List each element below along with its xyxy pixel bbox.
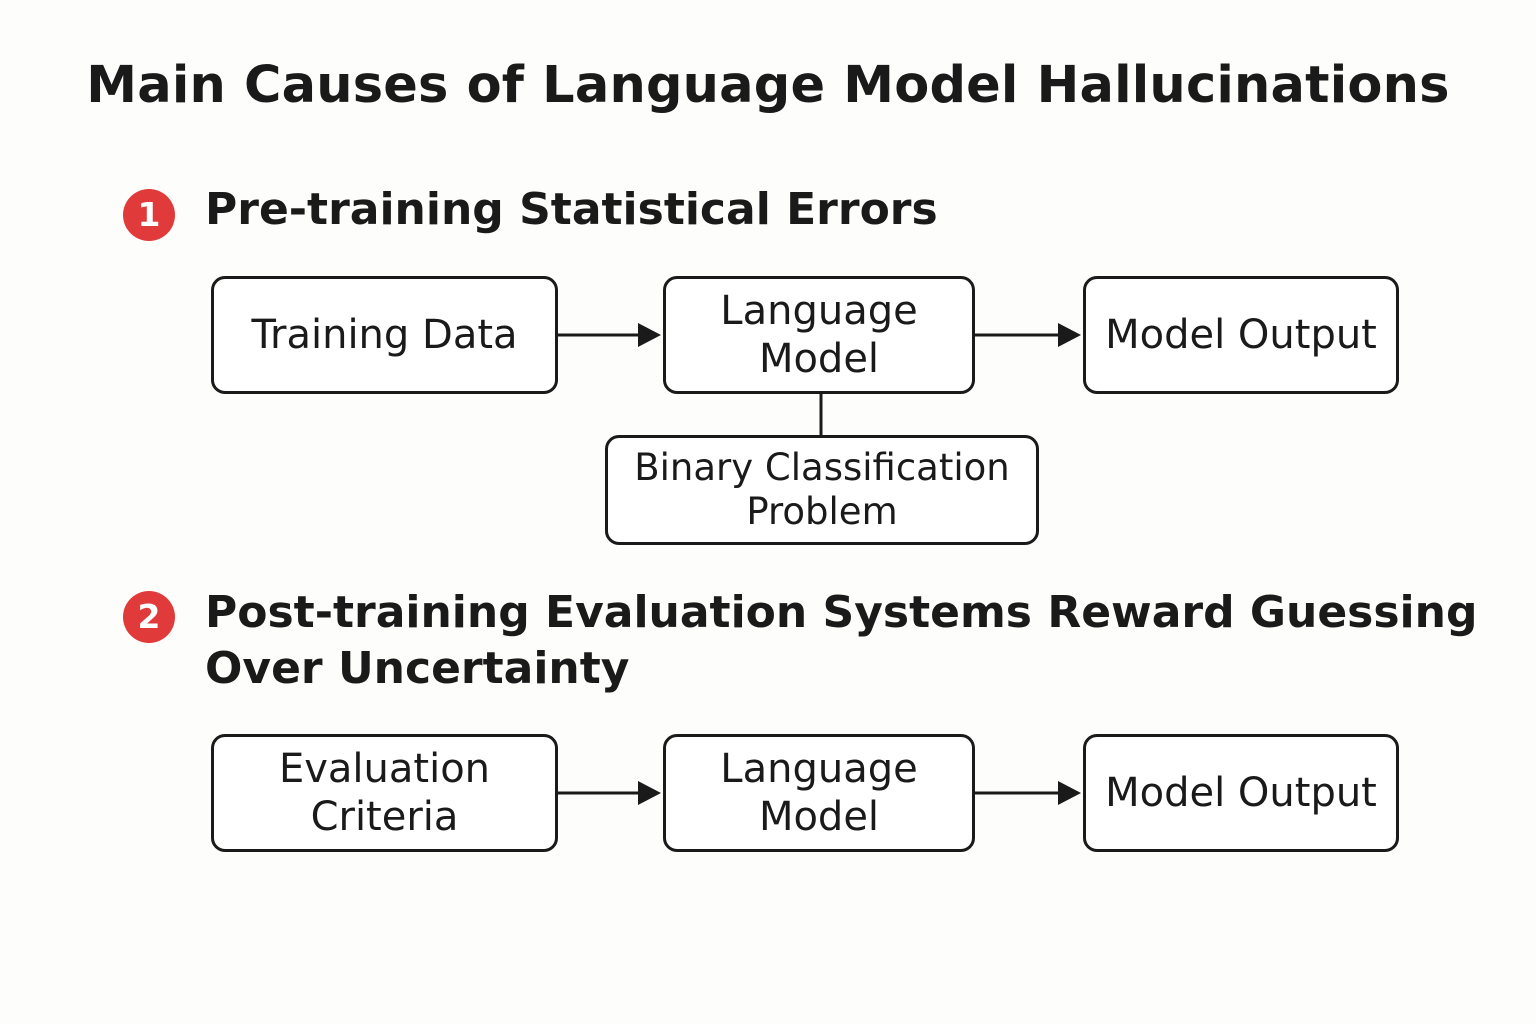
section-2-evaluation-criteria-node: Evaluation Criteria [211,734,558,852]
section-2-number-badge: 2 [123,591,175,643]
section-2-language-model-node: Language Model [663,734,975,852]
section-1-training-data-node: Training Data [211,276,558,394]
section-2-title: Post-training Evaluation Systems Reward … [205,587,1478,694]
section-1-arrow-data-to-model [558,323,661,347]
section-1-arrow-model-to-output [975,323,1081,347]
diagram-title: Main Causes of Language Model Hallucinat… [86,56,1450,115]
section-1-title: Pre-training Statistical Errors [205,184,938,235]
section-1-binary-classification-node: Binary Classification Problem [605,435,1039,545]
section-1-number-badge: 1 [123,189,175,241]
section-1-model-output-node: Model Output [1083,276,1399,394]
section-1-language-model-node: Language Model [663,276,975,394]
section-2-model-output-node: Model Output [1083,734,1399,852]
section-2-arrow-model-to-output [975,781,1081,805]
section-2-arrow-criteria-to-model [558,781,661,805]
